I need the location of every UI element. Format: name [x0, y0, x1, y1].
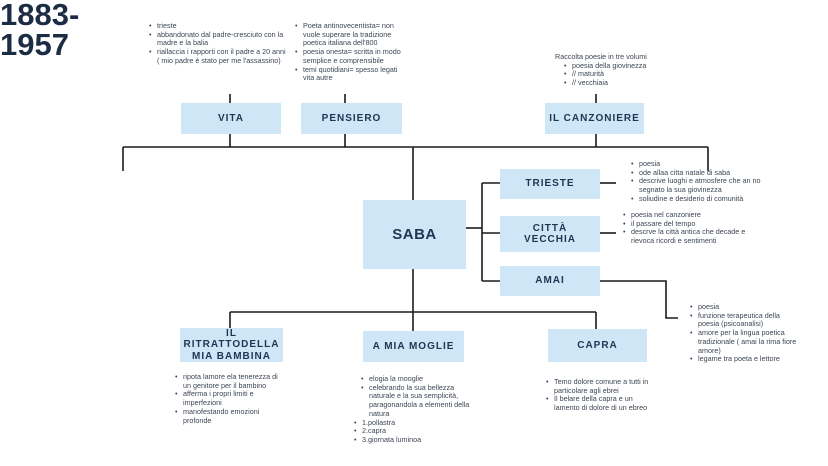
note-item: amore per la lingua poetica tradizionale…: [690, 328, 801, 355]
note-item: descrve la città antica che decade e rie…: [623, 227, 750, 245]
note-item: afferma i propri limiti e imperfezioni: [175, 389, 280, 407]
note-item: manofestando emozioni profonde: [175, 407, 280, 425]
note-numbered-item: 2.capra: [354, 427, 476, 436]
note-canzoniere: Raccolta poesie in tre volumi poesia del…: [555, 52, 675, 88]
note-numbered-item: 3.giornata luminoa: [354, 435, 476, 445]
note-trieste: poesia ode allaa citta natale di saba de…: [630, 159, 770, 204]
node-canzoniere: IL CANZONIERE: [545, 103, 644, 134]
node-capra: CAPRA: [548, 329, 647, 362]
node-amai: AMAI: [500, 266, 600, 296]
note-pensiero: Poeta antinovecentista= non vuole supera…: [294, 21, 410, 83]
note-amai: poesia funzione terapeutica della poesia…: [689, 302, 801, 364]
note-item: poesia: [631, 159, 770, 169]
node-ritratto: IL RITRATTODELLA MIA BAMBINA: [180, 328, 283, 362]
note-item: legame tra poeta e lettore: [690, 355, 801, 364]
node-pensiero: PENSIERO: [301, 103, 402, 134]
note-capra: Temo dolore comune a tutti in particolar…: [545, 377, 657, 413]
note-item: poesia della giovinezza: [564, 61, 675, 71]
note-item: Temo dolore comune a tutti in particolar…: [546, 377, 657, 395]
note-item: poesia onesta= scritta in modo semplice …: [295, 47, 410, 65]
note-item: abbandonato dal padre-cresciuto con la m…: [149, 30, 288, 48]
note-item: poesia: [690, 302, 801, 312]
note-item: trieste: [149, 21, 288, 31]
node-mia-moglie: A MIA MOGLIE: [363, 331, 464, 362]
note-item: riallaccia i rapporti con il padre a 20 …: [149, 47, 288, 65]
note-item: ode allaa citta natale di saba: [631, 168, 770, 178]
note-item: Poeta antinovecentista= non vuole supera…: [295, 21, 410, 48]
note-item: descrive luoghi e atmosfere che an no se…: [631, 176, 770, 194]
note-numbered-item: 1.pollastra: [354, 418, 476, 428]
note-item: funzione terapeutica della poesia (psico…: [690, 311, 801, 329]
note-item: elogia la mooglie: [361, 374, 476, 384]
node-citta-vecchia: CITTÀ VECCHIA: [500, 216, 600, 252]
note-citta-vecchia: poesia nel canzoniere il passare del tem…: [622, 210, 750, 246]
node-vita: VITA: [181, 103, 281, 134]
center-node-saba: SABA: [363, 200, 466, 269]
note-item: ripota lamore ela tenerezza di un genito…: [175, 372, 280, 390]
note-item: soliudine e desiderio di comunità: [631, 194, 770, 204]
note-item: // vecchiaia: [564, 78, 675, 88]
note-item: Il belare della capra e un lamento di do…: [546, 394, 657, 412]
note-item: celebrando la sua bellezza naturale e la…: [361, 383, 476, 419]
years-title: 1883- 1957: [0, 0, 80, 62]
note-item: il passare del tempo: [623, 219, 750, 229]
note-item: // maturità: [564, 70, 675, 79]
note-vita: trieste abbandonato dal padre-cresciuto …: [148, 21, 288, 66]
note-ritratto: ripota lamore ela tenerezza di un genito…: [174, 372, 280, 425]
note-item: poesia nel canzoniere: [623, 210, 750, 220]
node-trieste: TRIESTE: [500, 169, 600, 199]
note-item: temi quotidiani= spesso legati vita autr…: [295, 65, 410, 83]
connector-amai-note: [600, 280, 678, 319]
note-lead: Raccolta poesie in tre volumi: [555, 52, 647, 61]
note-mia-moglie: elogia la mooglie celebrando la sua bell…: [354, 374, 476, 445]
